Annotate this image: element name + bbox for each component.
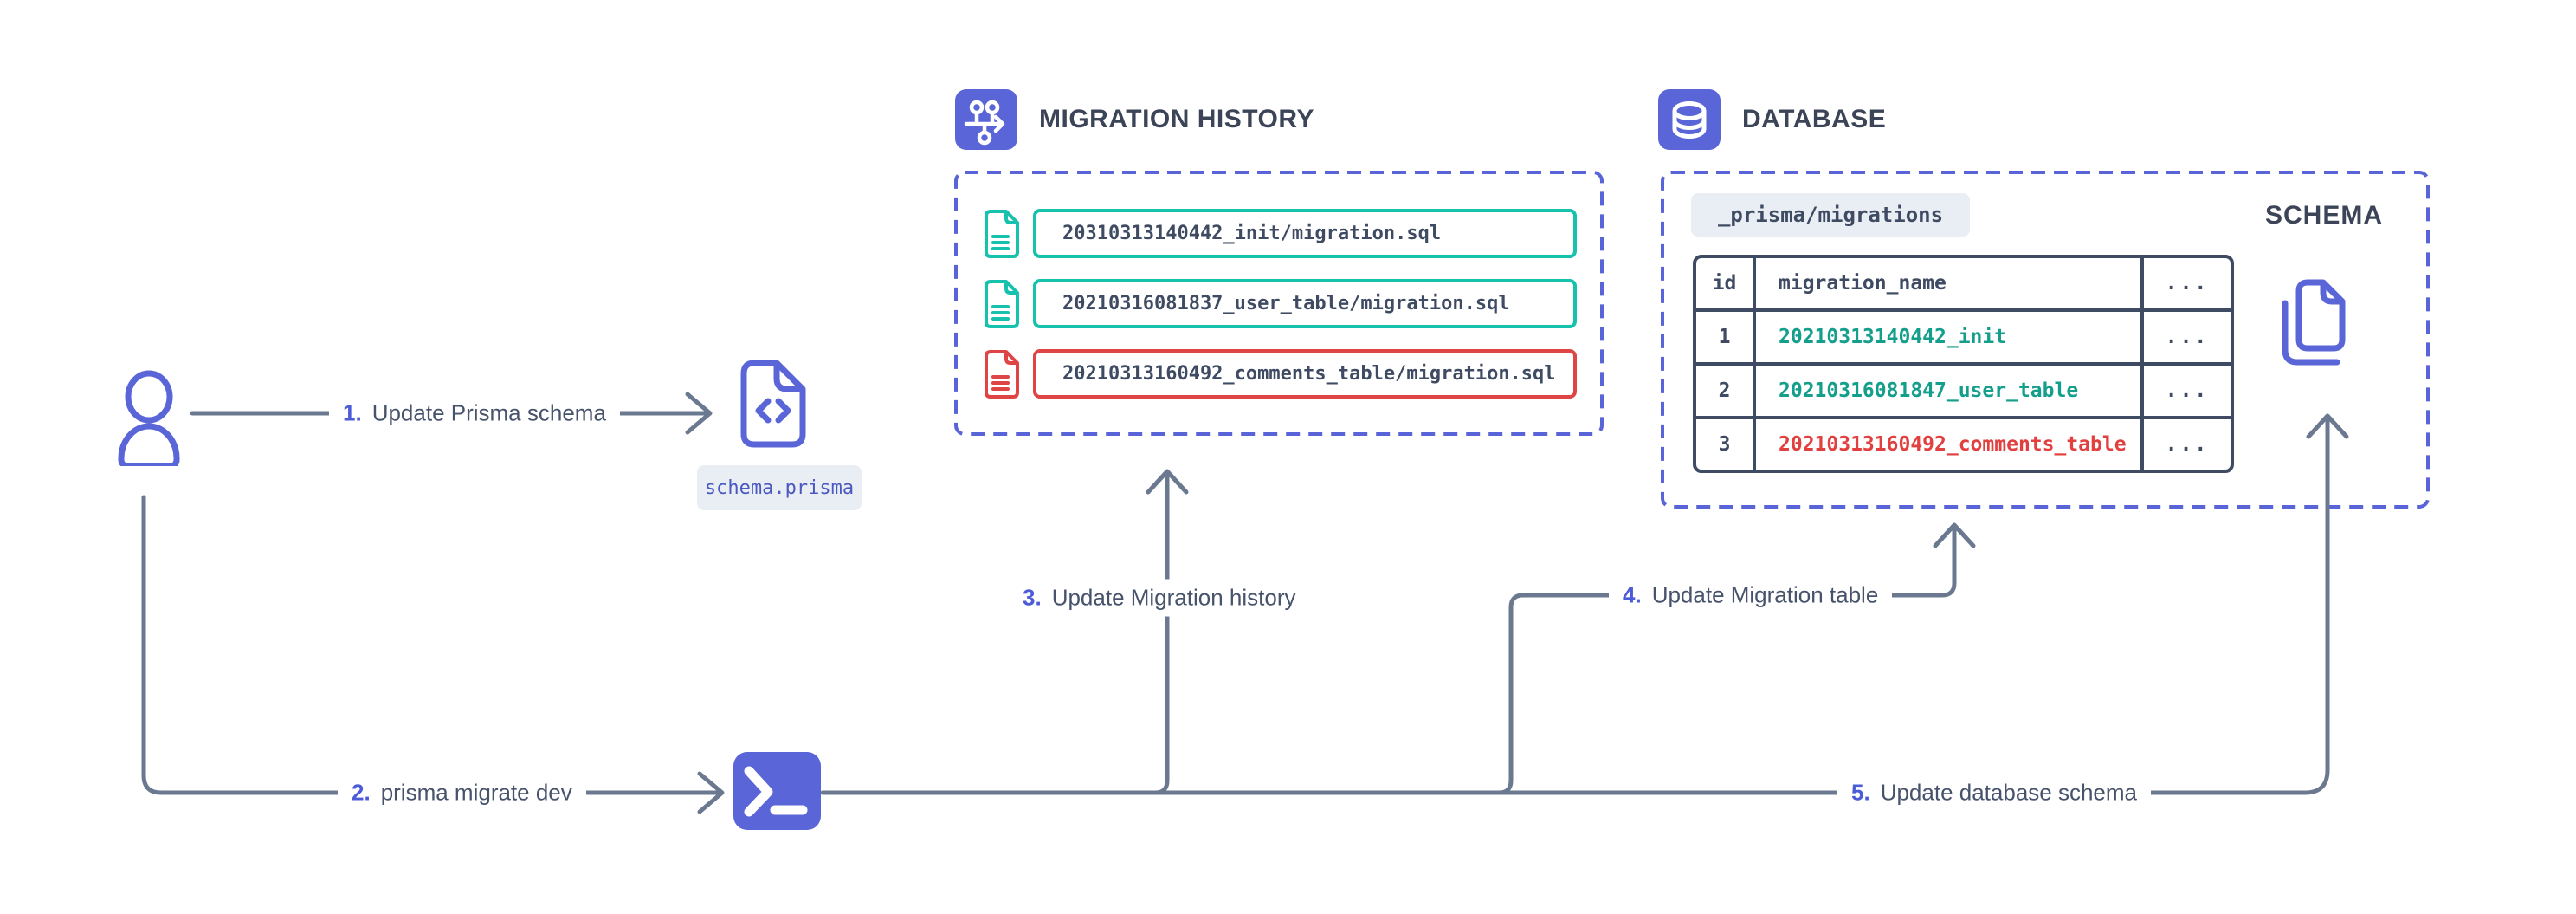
step-2-text: prisma migrate dev [380,779,572,806]
migration-file-icon-applied [985,210,1019,258]
arrow-5-head [2306,413,2349,439]
table-row: 2 20210316081847_user_table ... [1696,362,2231,416]
header-more: ... [2165,272,2210,295]
arrow-4-head [1933,522,1976,548]
step-label-2: 2. prisma migrate dev [338,774,586,812]
migration-flow-icon [955,89,1017,150]
row-migration-name: 20210313140442_init [1756,312,2144,362]
migration-file-icon-applied [985,280,1019,328]
arrow-4-line [1496,524,1957,795]
schema-prisma-file-icon [740,360,806,448]
header-id: id [1696,258,1756,308]
migration-file-row: 20210313160492_comments_table/migration.… [1033,349,1577,399]
row-id: 2 [1696,366,1756,416]
row-migration-name: 20210313160492_comments_table [1756,419,2144,470]
user-icon [118,370,180,466]
step-1-text: Update Prisma schema [371,399,606,426]
arrow-3-line [1152,470,1170,795]
row-more: ... [2165,326,2210,348]
row-more: ... [2165,379,2210,402]
step-4-number: 4. [1623,581,1642,608]
migration-file-row: 20310313140442_init/migration.sql [1033,209,1577,258]
step-label-4: 4. Update Migration table [1609,576,1893,614]
arrow-2-line [141,495,723,795]
database-icon [1658,89,1721,150]
row-id: 3 [1696,419,1756,470]
step-5-text: Update database schema [1880,779,2137,806]
row-id: 1 [1696,312,1756,362]
arrow-2-head [697,771,725,814]
table-header-row: id migration_name ... [1696,258,2231,308]
step-4-text: Update Migration table [1651,581,1879,608]
table-row: 3 20210313160492_comments_table ... [1696,416,2231,470]
terminal-icon [733,752,821,830]
step-5-number: 5. [1851,779,1870,806]
prisma-migrations-badge: _prisma/migrations [1691,193,1970,237]
step-label-5: 5. Update database schema [1837,774,2151,812]
arrow-1-head [685,392,713,435]
database-title: DATABASE [1742,105,1887,133]
step-2-number: 2. [352,779,371,806]
step-label-3: 3. Update Migration history [1009,579,1310,617]
header-migration-name: migration_name [1756,258,2144,308]
schema-doc-icon [2282,279,2346,366]
step-3-text: Update Migration history [1051,584,1296,611]
migration-file-row: 20210316081837_user_table/migration.sql [1033,279,1577,328]
arrow-3-head [1146,469,1189,495]
row-migration-name: 20210316081847_user_table [1756,366,2144,416]
schema-label: SCHEMA [2265,201,2384,230]
database-dashed-box [1661,171,2430,509]
table-row: 1 20210313140442_init ... [1696,308,2231,362]
step-label-1: 1. Update Prisma schema [329,394,620,432]
arrow-5-line [820,415,2330,795]
step-3-number: 3. [1023,584,1042,611]
migrations-table: id migration_name ... 1 20210313140442_i… [1693,255,2234,473]
schema-prisma-badge: schema.prisma [697,465,862,510]
row-more: ... [2165,433,2210,456]
step-1-number: 1. [343,399,362,426]
migration-history-title: MIGRATION HISTORY [1039,105,1314,133]
migration-file-icon-failed [985,350,1019,399]
